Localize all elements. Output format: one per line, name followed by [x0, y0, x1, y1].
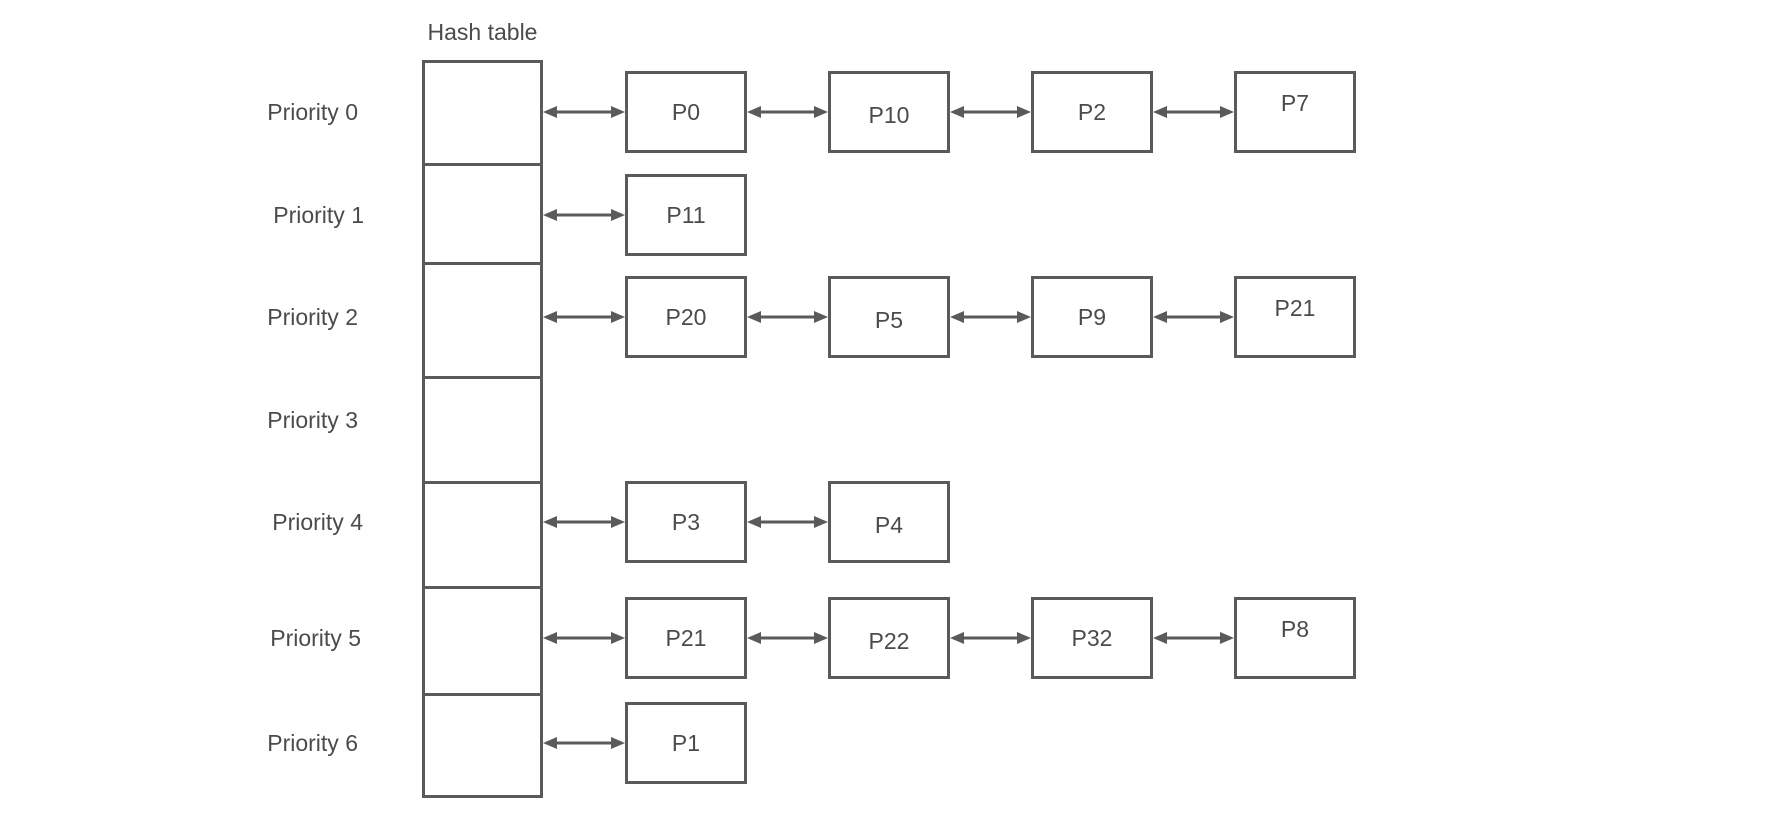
link-arrow [543, 736, 625, 750]
process-node-label: P20 [665, 303, 707, 330]
link-arrow-line [953, 110, 1028, 114]
process-node: P11 [625, 174, 747, 256]
process-node: P2 [1031, 71, 1153, 153]
process-node: P21 [625, 597, 747, 679]
hash-cell-divider [422, 375, 543, 379]
priority-label: Priority 1 [273, 202, 364, 228]
link-arrow [1153, 631, 1234, 645]
link-arrow [1153, 310, 1234, 324]
priority-label: Priority 3 [267, 407, 358, 433]
process-node-label: P21 [665, 624, 707, 651]
priority-label: Priority 0 [267, 99, 358, 125]
process-node-label: P11 [666, 201, 706, 228]
hash-cell-divider [422, 162, 543, 166]
link-arrow-line [546, 636, 622, 640]
process-node-label: P0 [671, 98, 701, 125]
process-node: P10 [828, 71, 950, 153]
process-node-label: P8 [1280, 615, 1310, 642]
link-arrow-line [750, 636, 825, 640]
process-node: P0 [625, 71, 747, 153]
hash-cell-divider [422, 480, 543, 484]
process-node: P21 [1234, 276, 1356, 358]
priority-label: Priority 4 [272, 509, 363, 535]
process-node: P3 [625, 481, 747, 563]
priority-label: Priority 2 [267, 304, 358, 330]
link-arrow-line [546, 315, 622, 319]
process-node: P4 [828, 481, 950, 563]
process-node-label: P7 [1280, 89, 1310, 116]
link-arrow-line [750, 315, 825, 319]
priority-label: Priority 6 [267, 730, 358, 756]
process-node: P7 [1234, 71, 1356, 153]
link-arrow [543, 515, 625, 529]
process-node-label: P9 [1077, 303, 1107, 330]
hash-cell-divider [422, 692, 543, 696]
link-arrow [543, 310, 625, 324]
link-arrow [543, 208, 625, 222]
link-arrow-line [546, 110, 622, 114]
process-node: P5 [828, 276, 950, 358]
link-arrow [950, 631, 1031, 645]
link-arrow [747, 105, 828, 119]
link-arrow [950, 105, 1031, 119]
process-node-label: P4 [874, 511, 904, 538]
link-arrow-line [953, 315, 1028, 319]
process-node: P9 [1031, 276, 1153, 358]
link-arrow [747, 310, 828, 324]
hash-table-column [422, 60, 543, 798]
priority-label: Priority 5 [270, 625, 361, 651]
link-arrow-line [1156, 636, 1231, 640]
process-node: P8 [1234, 597, 1356, 679]
link-arrow [1153, 105, 1234, 119]
link-arrow-line [546, 741, 622, 745]
link-arrow-line [1156, 110, 1231, 114]
process-node-label: P22 [868, 627, 910, 654]
process-node: P1 [625, 702, 747, 784]
process-node-label: P5 [874, 306, 904, 333]
process-node: P22 [828, 597, 950, 679]
process-node-label: P10 [868, 101, 910, 128]
process-node: P32 [1031, 597, 1153, 679]
link-arrow [747, 515, 828, 529]
process-node-label: P32 [1071, 624, 1113, 651]
link-arrow-line [546, 520, 622, 524]
link-arrow [543, 631, 625, 645]
process-node-label: P3 [671, 508, 701, 535]
hash-table-title: Hash table [427, 19, 538, 45]
hash-cell-divider [422, 585, 543, 589]
link-arrow-line [546, 213, 622, 217]
link-arrow [747, 631, 828, 645]
process-node-label: P21 [1274, 294, 1316, 321]
hash-cell-divider [422, 261, 543, 265]
link-arrow-line [750, 110, 825, 114]
link-arrow [543, 105, 625, 119]
link-arrow-line [1156, 315, 1231, 319]
link-arrow-line [953, 636, 1028, 640]
process-node: P20 [625, 276, 747, 358]
link-arrow-line [750, 520, 825, 524]
process-node-label: P2 [1077, 98, 1107, 125]
link-arrow [950, 310, 1031, 324]
process-node-label: P1 [671, 729, 701, 756]
